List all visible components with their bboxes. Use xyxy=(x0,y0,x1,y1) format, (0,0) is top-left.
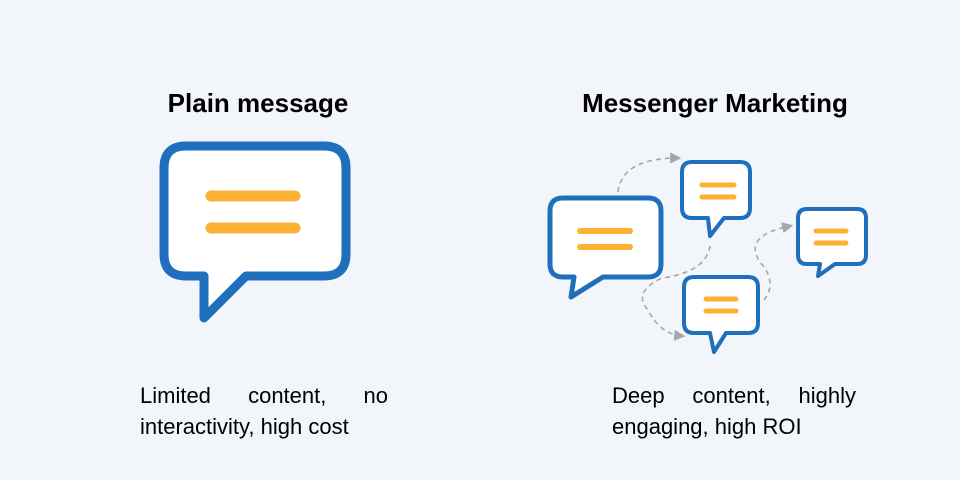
chat-bubble-icon xyxy=(796,207,868,278)
messenger-marketing-caption: Deep content, highly engaging, high ROI xyxy=(612,383,856,439)
plain-message-title: Plain message xyxy=(167,88,349,118)
chat-bubble-icon xyxy=(547,195,664,300)
chat-bubble-icon xyxy=(680,160,752,238)
connector-arrow xyxy=(617,152,682,193)
chat-network-icon xyxy=(547,152,868,354)
connector-arrow xyxy=(641,245,711,341)
connector-arrow xyxy=(754,222,794,301)
plain-message-caption: Limited content, no interactivity, high … xyxy=(140,383,388,439)
messenger-marketing-title: Messenger Marketing xyxy=(582,88,848,118)
chat-bubble-icon xyxy=(682,275,760,354)
chat-bubble-icon xyxy=(159,141,351,323)
